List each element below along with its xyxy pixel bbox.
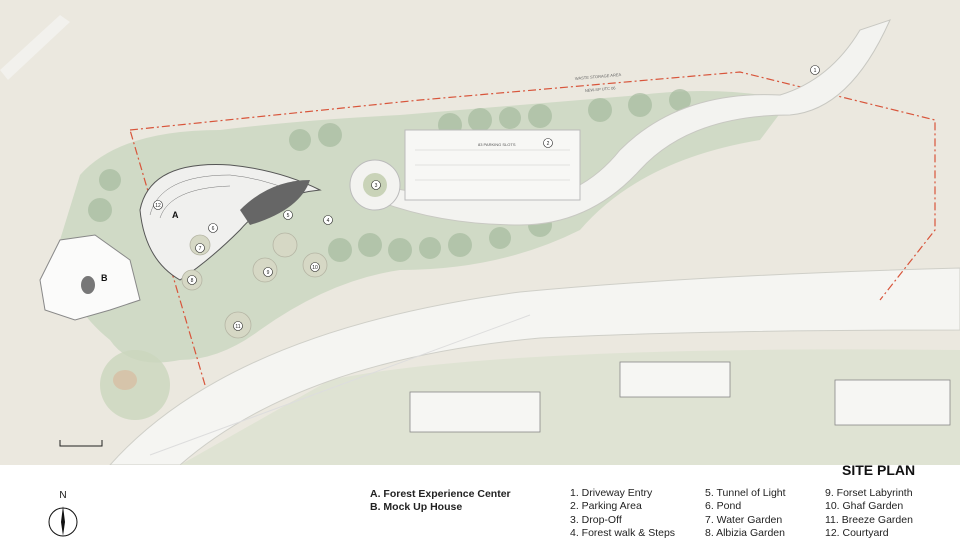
building-legend: A. Forest Experience Center B. Mock Up H… <box>370 488 511 515</box>
marker-7: 7 <box>195 243 205 253</box>
northwest-road <box>0 15 70 80</box>
legend-item: 6. Pond <box>705 500 742 513</box>
svg-text:10: 10 <box>312 265 318 271</box>
site-landscape <box>60 91 790 363</box>
svg-text:2: 2 <box>547 141 550 147</box>
legend-column-3: 9. Forset Labyrinth 10. Ghaf Garden 11. … <box>825 487 913 540</box>
marker-1: 1 <box>810 65 820 75</box>
legend-column-2: 5. Tunnel of Light 6. Pond 7. Water Gard… <box>705 487 786 540</box>
building-a-label: A <box>172 210 179 220</box>
legend-building-b: B. Mock Up House <box>370 501 463 514</box>
svg-text:8: 8 <box>191 278 194 284</box>
legend-item: 3. Drop-Off <box>570 513 622 526</box>
legend-item: 5. Tunnel of Light <box>705 487 786 499</box>
legend-item: 11. Breeze Garden <box>825 513 913 526</box>
svg-text:3: 3 <box>375 183 378 189</box>
marker-3: 3 <box>371 180 381 190</box>
marker-4: 4 <box>323 215 333 225</box>
legend-item: 12. Courtyard <box>825 526 889 539</box>
marker-11: 11 <box>233 321 243 331</box>
tree-canopy <box>88 89 691 262</box>
tunnel-of-light <box>240 180 310 225</box>
svg-text:1: 1 <box>814 68 817 74</box>
marker-5: 5 <box>283 210 293 220</box>
scale-bar <box>59 440 103 447</box>
svg-text:7: 7 <box>199 246 202 252</box>
north-label: N <box>59 490 66 501</box>
north-arrow-icon: N <box>48 490 78 537</box>
svg-text:6: 6 <box>212 226 215 232</box>
marker-6: 6 <box>208 223 218 233</box>
legend-item: 8. Albizia Garden <box>705 526 785 539</box>
utc-label: NEW-SP UTC 06 <box>585 85 617 93</box>
marker-9: 9 <box>263 267 273 277</box>
legend-item: 4. Forest walk & Steps <box>570 526 676 539</box>
marker-10: 10 <box>310 262 320 272</box>
marker-8: 8 <box>187 275 197 285</box>
residential-area <box>180 349 960 465</box>
main-road <box>109 267 960 465</box>
svg-text:4: 4 <box>327 218 330 224</box>
svg-text:9: 9 <box>267 270 270 276</box>
waste-storage-label: WASTE STORAGE AREA <box>575 72 622 81</box>
svg-text:5: 5 <box>287 213 290 219</box>
legend-item: 7. Water Garden <box>705 513 783 526</box>
site-plan-map: 83 PARKING SLOTS WASTE STORAGE AREA NEW-… <box>0 0 960 465</box>
legend-item: 10. Ghaf Garden <box>825 500 904 513</box>
legend-building-a: A. Forest Experience Center <box>370 488 511 500</box>
legend-item: 2. Parking Area <box>570 500 642 513</box>
number-markers: 1 2 3 4 5 6 7 8 9 10 11 12 <box>153 65 820 331</box>
marker-2: 2 <box>543 138 553 148</box>
building-b-label: B <box>101 273 108 283</box>
legend-column-1: 1. Driveway Entry 2. Parking Area 3. Dro… <box>570 487 675 540</box>
svg-text:11: 11 <box>235 324 240 330</box>
parking-slots-label: 83 PARKING SLOTS <box>478 142 516 147</box>
site-plan-title: SITE PLAN <box>842 462 916 478</box>
legend-item: 1. Driveway Entry <box>570 487 653 499</box>
site-boundary <box>129 71 936 386</box>
svg-text:12: 12 <box>155 203 161 209</box>
residential-buildings <box>409 361 951 433</box>
legend-item: 9. Forset Labyrinth <box>825 487 913 499</box>
marker-12: 12 <box>153 200 163 210</box>
